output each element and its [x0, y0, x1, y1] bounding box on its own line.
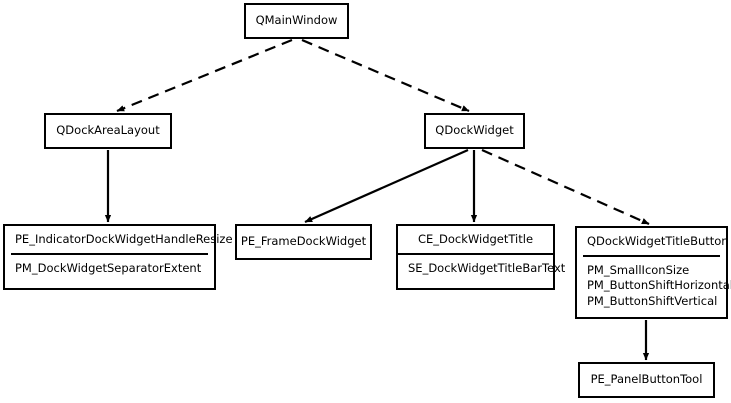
node-ce-dockwidgettitle[interactable]: CE_DockWidgetTitle SE_DockWidgetTitleBar…	[396, 224, 566, 290]
node-attribute: PM_ButtonShiftVertical	[587, 293, 718, 308]
node-title: PE_PanelButtonTool	[590, 372, 703, 387]
node-title: CE_DockWidgetTitle	[417, 232, 534, 246]
edge-dockwidget-titlebutton	[481, 148, 650, 226]
node-title-compartment: QDockWidgetTitleButton	[577, 228, 729, 255]
node-qdockwidget[interactable]: QDockWidget	[424, 113, 525, 149]
node-qdockwidgettitlebutton[interactable]: QDockWidgetTitleButton PM_SmallIconSize …	[575, 226, 731, 319]
node-attribute: PM_DockWidgetSeparatorExtent	[15, 261, 202, 276]
node-title: PE_FrameDockWidget	[240, 234, 367, 249]
node-qdockarealayout[interactable]: QDockAreaLayout	[44, 113, 172, 149]
node-title: QDockAreaLayout	[56, 123, 160, 138]
edge-dockwidget-framedockwidget	[304, 148, 469, 224]
node-pe-indicatordockwidgethandleresize[interactable]: PE_IndicatorDockWidgetHandleResize PM_Do…	[3, 224, 233, 290]
compartment-divider	[11, 253, 208, 256]
node-pe-framedockwidget[interactable]: PE_FrameDockWidget	[235, 224, 372, 260]
edge-mainwindow-dockarealayout	[116, 38, 293, 113]
compartment-divider	[583, 255, 720, 258]
node-attribute: PM_ButtonShiftHorizontal	[587, 278, 731, 293]
node-title: QDockWidget	[435, 123, 514, 138]
node-attributes: SE_DockWidgetTitleBarText	[398, 255, 566, 283]
node-title: QDockWidgetTitleButton	[587, 234, 729, 248]
node-title-compartment: CE_DockWidgetTitle	[398, 226, 553, 253]
node-attribute: SE_DockWidgetTitleBarText	[408, 261, 566, 276]
node-qmainwindow[interactable]: QMainWindow	[244, 3, 349, 39]
node-title-compartment: PE_IndicatorDockWidgetHandleResize	[5, 226, 233, 253]
node-attributes: PM_SmallIconSize PM_ButtonShiftHorizonta…	[577, 257, 731, 316]
compartment-divider	[398, 253, 553, 256]
node-attribute: PM_SmallIconSize	[587, 263, 690, 278]
node-pe-panelbuttontool[interactable]: PE_PanelButtonTool	[578, 362, 715, 398]
node-title: PE_IndicatorDockWidgetHandleResize	[15, 232, 233, 246]
node-title: QMainWindow	[255, 13, 338, 28]
node-attributes: PM_DockWidgetSeparatorExtent	[5, 255, 214, 283]
edge-mainwindow-dockwidget	[301, 38, 470, 113]
